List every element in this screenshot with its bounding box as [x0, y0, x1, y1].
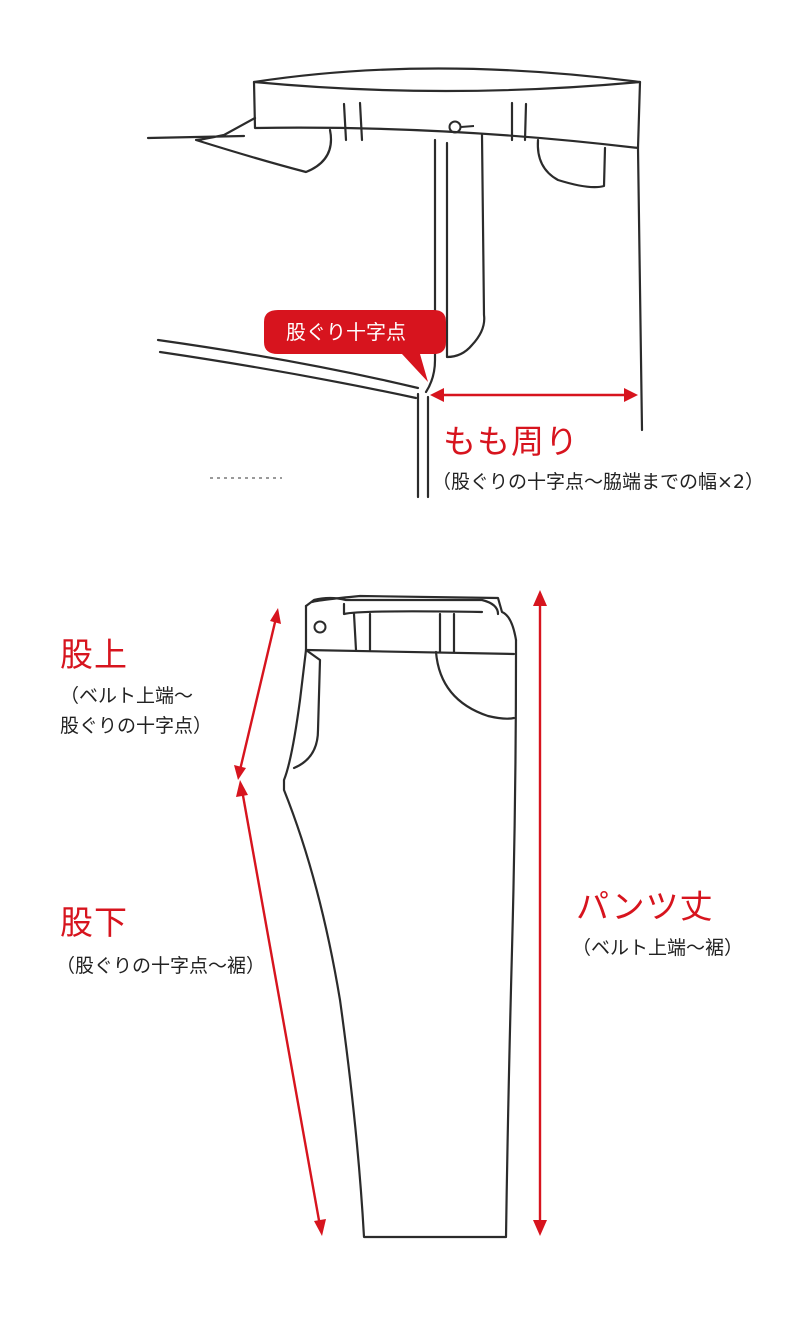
- front-center-line: [424, 138, 437, 394]
- side-waistband-inner: [342, 602, 484, 616]
- rise-note-line2: 股ぐりの十字点）: [60, 715, 213, 737]
- inseam-line: [416, 392, 430, 499]
- inseam-arrowhead-bottom: [314, 1219, 326, 1236]
- belt-loop-left: [342, 101, 364, 142]
- side-seam-right: [636, 146, 644, 432]
- length-title: パンツ丈: [576, 887, 714, 926]
- belt-loop-right: [510, 101, 528, 142]
- inseam-title: 股下: [60, 903, 128, 942]
- length-note: （ベルト上端～裾）: [572, 937, 744, 959]
- inseam-arrowhead-top: [236, 780, 248, 797]
- side-pocket-curve: [434, 650, 516, 720]
- side-flap: [146, 116, 333, 174]
- side-waistband-bottom: [304, 648, 516, 656]
- rise-note-line1: （ベルト上端～: [60, 685, 194, 707]
- crotch-point-tag-bubble: [264, 310, 446, 382]
- rise-arrowhead-bottom: [234, 765, 246, 780]
- crotch-curve-outer: [156, 338, 420, 390]
- thigh-illustration: [146, 67, 644, 499]
- inseam-arrow-line: [240, 789, 322, 1227]
- thigh-title: もも周り: [443, 422, 579, 461]
- inseam-note: （股ぐりの十字点～裾）: [56, 955, 266, 977]
- rise-title: 股上: [60, 635, 128, 674]
- side-belt-loop-left: [352, 612, 372, 652]
- side-belt-loop-right: [438, 612, 456, 654]
- fly-outline: [445, 133, 486, 359]
- rise-arrow-line: [238, 617, 278, 771]
- crotch-point-tag-label: 股ぐり十字点: [286, 320, 406, 344]
- rise-arrowhead-top: [270, 608, 281, 624]
- waist-button: [448, 120, 462, 134]
- length-arrowhead-top: [533, 590, 547, 606]
- thigh-width-arrowhead-left: [430, 388, 444, 402]
- side-waistband-top: [304, 596, 500, 616]
- crotch-curve-inner: [158, 350, 418, 400]
- length-arrowhead-bottom: [533, 1220, 547, 1236]
- thigh-width-arrowhead-right: [624, 388, 638, 402]
- pocket-curve: [536, 138, 607, 189]
- waistband-outline: [252, 67, 642, 150]
- thigh-note: （股ぐりの十字点～脇端までの幅×2）: [432, 471, 765, 493]
- back-rise-curve: [292, 648, 322, 770]
- leg-outline: [282, 604, 518, 1239]
- side-waist-button: [313, 620, 327, 634]
- waistband-top-edge: [252, 80, 642, 93]
- side-waistband-outer: [310, 594, 518, 642]
